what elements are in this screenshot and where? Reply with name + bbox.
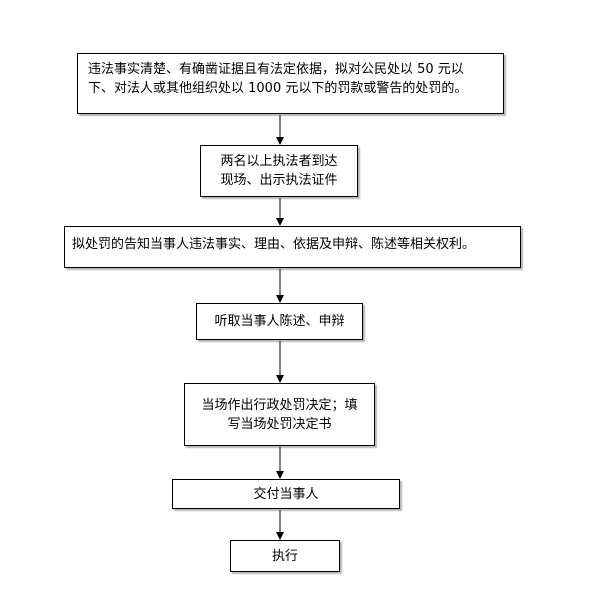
step-text-line: 现场、出示执法证件 (220, 173, 338, 188)
step-text-line: 下、对法人或其他组织处以 1000 元以下的罚款或警告的处罚的。 (88, 81, 468, 96)
step-text-line: 执行 (271, 548, 298, 564)
step-text-line: 违法事实清楚、有确凿证据且有法定依据，拟对公民处以 50 元以 (88, 62, 464, 77)
flow-step-legal-basis: 违法事实清楚、有确凿证据且有法定依据，拟对公民处以 50 元以 下、对法人或其他… (77, 53, 504, 114)
flow-step-deliver-to-party: 交付当事人 (172, 479, 400, 509)
step-text-line: 两名以上执法者到达 (220, 154, 338, 169)
step-text-line: 当场作出行政处罚决定；填 (201, 397, 358, 413)
step-text-line: 交付当事人 (253, 486, 319, 502)
flow-step-hear-statement: 听取当事人陈述、申辩 (196, 303, 363, 340)
flow-step-on-site-decision: 当场作出行政处罚决定；填 写当场处罚决定书 (184, 383, 375, 446)
step-text-line: 听取当事人陈述、申辩 (214, 314, 345, 329)
step-text-line: 写当场处罚决定书 (227, 416, 332, 432)
flow-step-arrive-show-id: 两名以上执法者到达 现场、出示执法证件 (200, 145, 358, 197)
flow-step-notify-rights: 拟处罚的告知当事人违法事实、理由、依据及申辩、陈述等相关权利。 (64, 226, 521, 268)
flow-step-execute: 执行 (230, 540, 340, 572)
step-text-line: 拟处罚的告知当事人违法事实、理由、依据及申辩、陈述等相关权利。 (72, 237, 476, 252)
